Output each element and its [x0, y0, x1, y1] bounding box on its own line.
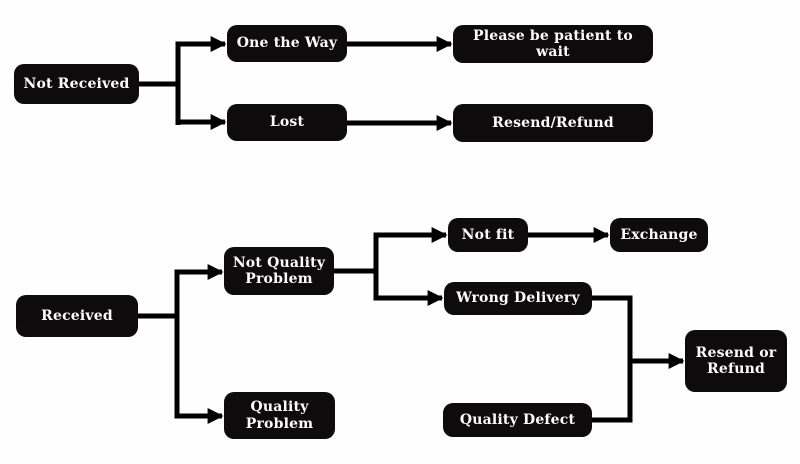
node-please-be-patient: Please be patient to wait: [453, 25, 653, 63]
node-not-quality-problem-label: Not Quality Problem: [232, 254, 326, 287]
node-one-the-way: One the Way: [227, 25, 347, 62]
node-wrong-delivery-label: Wrong Delivery: [456, 290, 580, 307]
node-not-quality-problem: Not Quality Problem: [224, 247, 334, 295]
node-not-received-label: Not Received: [23, 75, 130, 92]
node-not-fit: Not fit: [448, 218, 528, 252]
node-resend-refund-label: Resend/Refund: [492, 114, 614, 131]
node-resend-refund: Resend/Refund: [453, 104, 653, 142]
node-not-fit-label: Not fit: [461, 226, 515, 243]
node-exchange: Exchange: [610, 218, 708, 252]
node-quality-defect-label: Quality Defect: [459, 411, 576, 428]
node-received: Received: [16, 295, 138, 337]
node-lost: Lost: [227, 104, 347, 141]
node-received-label: Received: [41, 307, 113, 324]
node-not-received: Not Received: [14, 64, 139, 104]
node-please-be-patient-label: Please be patient to wait: [473, 27, 633, 60]
node-quality-defect: Quality Defect: [443, 403, 592, 437]
node-quality-problem: Quality Problem: [224, 392, 335, 439]
node-quality-problem-label: Quality Problem: [245, 399, 314, 432]
node-exchange-label: Exchange: [620, 226, 698, 243]
node-one-the-way-label: One the Way: [236, 35, 338, 52]
node-resend-or-refund-label: Resend or Refund: [695, 344, 777, 377]
node-lost-label: Lost: [269, 114, 305, 131]
node-wrong-delivery: Wrong Delivery: [444, 282, 592, 315]
node-resend-or-refund: Resend or Refund: [685, 330, 787, 392]
